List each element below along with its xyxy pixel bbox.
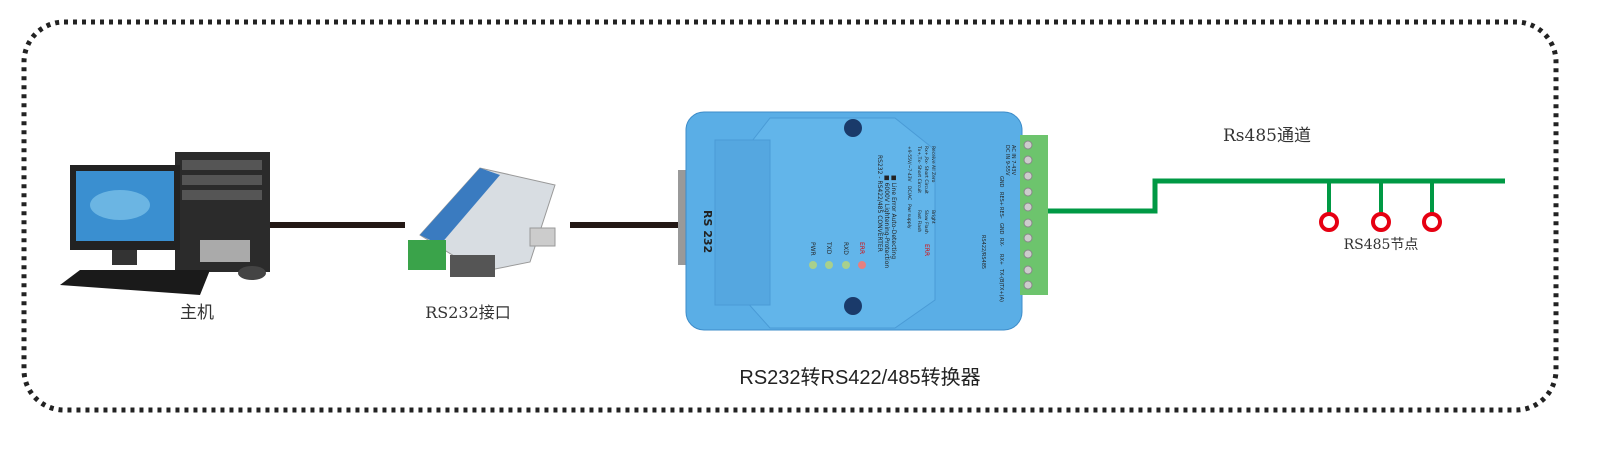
terminal-label: GND: [998, 223, 1004, 235]
converter-title: RS232 - RS422/485 CONVERTER: [876, 155, 883, 252]
node-circle: [1422, 212, 1442, 232]
terminal-label: RES-: [998, 207, 1004, 219]
led-pwr-light: [809, 261, 817, 269]
err-row: Slow Flash: [923, 210, 929, 234]
err-row: Bright: [930, 210, 936, 224]
rs485-nodes: [1319, 181, 1442, 232]
err-row: Rx+,Rx- Short Circuit: [923, 146, 929, 194]
node-circle: [1319, 212, 1339, 232]
terminal-label: DC IN 9-55V: [1004, 145, 1010, 176]
terminal-label: GND: [998, 176, 1004, 188]
host-computer: [60, 152, 270, 295]
terminal-label: RX+: [998, 254, 1004, 265]
terminal-label: TX-(B): [998, 268, 1004, 284]
led-txd: TXD: [825, 241, 832, 255]
port-label: RS 232: [701, 210, 714, 253]
err-row: Tx+,Tx- Short Circuit: [916, 145, 922, 193]
err-label: ERR: [923, 244, 930, 256]
converter-label: RS232转RS422/485转换器: [739, 366, 980, 389]
bus-label: RS422/RS485: [980, 235, 986, 269]
terminal-label: RX-: [998, 238, 1004, 247]
rs485-bus: [1048, 178, 1505, 214]
led-err-light: [858, 261, 866, 269]
led-pwr: PWR: [809, 242, 816, 256]
host-label: 主机: [180, 303, 214, 323]
converter-device: PWR TXD RXD ERR RS 232 RS232 - RS422/485…: [678, 111, 1048, 331]
node-circle: [1371, 212, 1391, 232]
terminal-label: RES+: [998, 192, 1004, 206]
terminal-label: TX+(A): [998, 283, 1004, 302]
led-txd-light: [825, 261, 833, 269]
led-rxd: RXD: [842, 242, 849, 255]
err-row: Fast Flash: [916, 210, 922, 232]
pwr-type: DC/AC: [906, 186, 912, 200]
feature-2: ■ Line Error Auto-Detecting: [890, 175, 897, 259]
feature-1: ■ 6000V Lightening-Protection: [883, 175, 890, 268]
pwr-range: +9-55V/~7-43V: [906, 146, 912, 183]
pwr-label: Pwr supply: [906, 204, 912, 229]
led-err: ERR: [858, 242, 865, 254]
channel-label: Rs485通道: [1223, 126, 1311, 146]
rs232-port-label: RS232接口: [425, 303, 511, 322]
led-rxd-light: [842, 261, 850, 269]
dashed-border: [21, 19, 1559, 413]
rs232-adapter: [408, 167, 556, 277]
node-label: RS485节点: [1344, 237, 1419, 253]
err-row: Receive All Zero: [930, 146, 936, 183]
terminal-label: AC IN 7-43V: [1010, 145, 1016, 176]
